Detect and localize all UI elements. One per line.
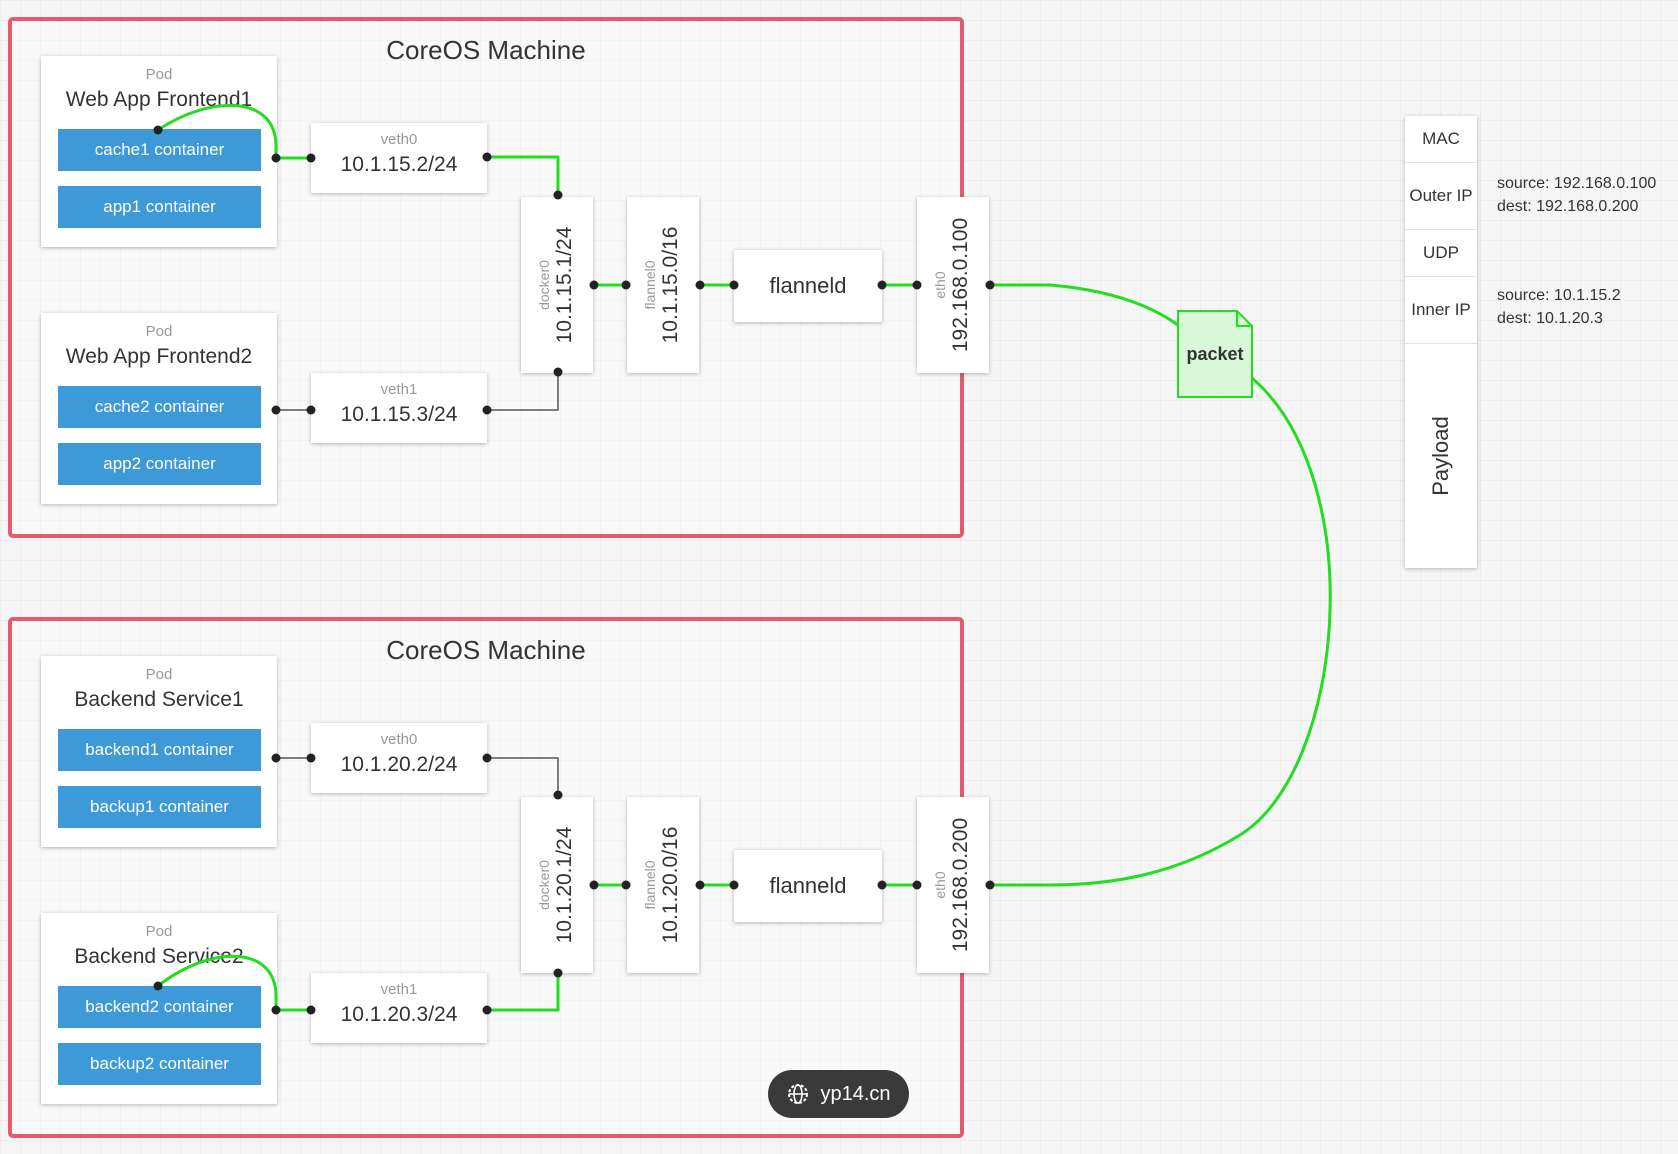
eth0-address: 192.168.0.200 (949, 817, 972, 953)
bridge-address: 10.1.15.1/24 (553, 226, 576, 344)
pod-label: Pod (145, 666, 173, 683)
inner-source: source: 10.1.15.2 (1497, 287, 1621, 304)
outer-source: source: 192.168.0.100 (1497, 175, 1657, 192)
pod-backend-service2[interactable]: Pod Backend Service2 backend2 container … (41, 913, 277, 1104)
flanneld-label: flanneld (769, 273, 847, 298)
flannel0-name: flannel0 (642, 860, 658, 910)
container-app1[interactable]: app1 container (58, 186, 261, 228)
machine-title: CoreOS Machine (386, 35, 586, 65)
watermark-text: yp14.cn (820, 1082, 891, 1105)
inner-dest: dest: 10.1.20.3 (1497, 310, 1603, 327)
eth0-interface[interactable]: eth0 192.168.0.200 (917, 797, 989, 973)
tunnel-packet-to-eth0 (990, 376, 1332, 887)
inner-ip-annotation: source: 10.1.15.2 dest: 10.1.20.3 (1497, 284, 1621, 330)
packet-field-udp: UDP (1405, 230, 1477, 277)
container-cache1[interactable]: cache1 container (58, 129, 261, 171)
container-cache2[interactable]: cache2 container (58, 386, 261, 428)
veth-name: veth0 (380, 131, 418, 148)
pod-label: Pod (145, 323, 173, 340)
payload-label: Payload (1428, 416, 1454, 496)
pod-web-app-frontend2[interactable]: Pod Web App Frontend2 cache2 container a… (41, 313, 277, 504)
veth1-interface[interactable]: veth1 10.1.20.3/24 (311, 973, 487, 1043)
packet-label: packet (1186, 344, 1243, 364)
veth-address: 10.1.15.2/24 (340, 153, 458, 176)
flannel0-interface[interactable]: flannel0 10.1.15.0/16 (627, 197, 699, 373)
flanneld-daemon[interactable]: flanneld (734, 850, 882, 922)
pod-backend-service1[interactable]: Pod Backend Service1 backend1 container … (41, 656, 277, 847)
packet-structure: MAC Outer IP UDP Inner IP Payload (1405, 116, 1477, 568)
flanneld-daemon[interactable]: flanneld (734, 250, 882, 322)
bridge-name: docker0 (536, 260, 552, 310)
container-backend1[interactable]: backend1 container (58, 729, 261, 771)
packet-field-outer-ip: Outer IP (1405, 163, 1477, 230)
pod-name: Web App Frontend2 (65, 345, 253, 368)
container-backup1[interactable]: backup1 container (58, 786, 261, 828)
machine-title: CoreOS Machine (386, 635, 586, 665)
flannel0-address: 10.1.20.0/16 (659, 826, 682, 944)
pod-web-app-frontend1[interactable]: Pod Web App Frontend1 cache1 container a… (41, 56, 277, 247)
flannel0-name: flannel0 (642, 260, 658, 310)
eth0-name: eth0 (932, 271, 948, 299)
docker0-bridge[interactable]: docker0 10.1.20.1/24 (521, 797, 593, 973)
eth0-interface[interactable]: eth0 192.168.0.100 (917, 197, 989, 373)
veth0-interface[interactable]: veth0 10.1.20.2/24 (311, 723, 487, 793)
packet-field-payload: Payload (1405, 344, 1477, 568)
bridge-name: docker0 (536, 860, 552, 910)
veth-name: veth1 (380, 381, 418, 398)
container-app2[interactable]: app2 container (58, 443, 261, 485)
eth0-address: 192.168.0.100 (949, 217, 972, 353)
docker0-bridge[interactable]: docker0 10.1.15.1/24 (521, 197, 593, 373)
pod-name: Web App Frontend1 (65, 88, 253, 111)
container-backend2[interactable]: backend2 container (58, 986, 261, 1028)
packet-field-inner-ip: Inner IP (1405, 277, 1477, 344)
outer-ip-annotation: source: 192.168.0.100 dest: 192.168.0.20… (1497, 172, 1656, 218)
packet-icon[interactable]: packet (1177, 310, 1253, 398)
pod-label: Pod (145, 923, 173, 940)
bridge-address: 10.1.20.1/24 (553, 826, 576, 944)
pod-label: Pod (145, 66, 173, 83)
veth-address: 10.1.15.3/24 (340, 403, 458, 426)
globe-icon (788, 1084, 809, 1104)
veth-address: 10.1.20.2/24 (340, 753, 458, 776)
outer-dest: dest: 192.168.0.200 (1497, 198, 1639, 215)
eth0-name: eth0 (932, 871, 948, 899)
flanneld-label: flanneld (769, 873, 847, 898)
veth0-interface[interactable]: veth0 10.1.15.2/24 (311, 123, 487, 193)
flannel0-interface[interactable]: flannel0 10.1.20.0/16 (627, 797, 699, 973)
pod-name: Backend Service2 (74, 945, 244, 968)
pod-name: Backend Service1 (74, 688, 244, 711)
watermark-badge: yp14.cn (768, 1070, 909, 1118)
veth1-interface[interactable]: veth1 10.1.15.3/24 (311, 373, 487, 443)
flannel0-address: 10.1.15.0/16 (659, 226, 682, 344)
veth-address: 10.1.20.3/24 (340, 1003, 458, 1026)
veth-name: veth0 (380, 731, 418, 748)
tunnel-eth0-to-packet (990, 283, 1179, 327)
packet-field-mac: MAC (1405, 116, 1477, 163)
veth-name: veth1 (380, 981, 418, 998)
container-backup2[interactable]: backup2 container (58, 1043, 261, 1085)
